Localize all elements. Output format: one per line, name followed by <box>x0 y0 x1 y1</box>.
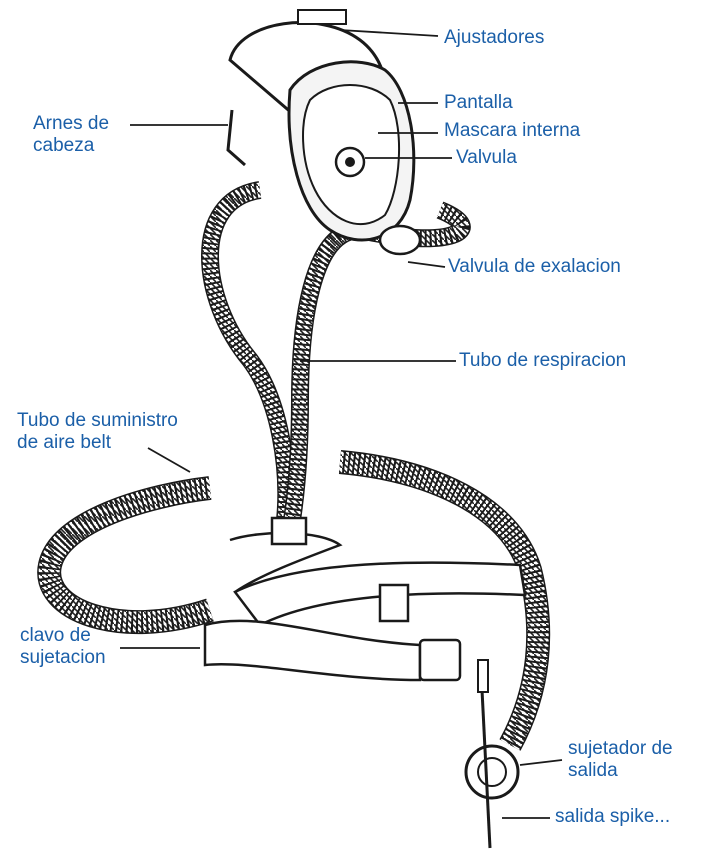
label-valvula-exalacion-text: Valvula de exalacion <box>448 256 621 278</box>
label-sujetador-line1: sujetador de <box>568 738 673 760</box>
label-tubo-de-respiracion: Tubo de respiracion <box>459 350 626 372</box>
label-pantalla-text: Pantalla <box>444 92 513 114</box>
label-valvula-de-exalacion: Valvula de exalacion <box>448 256 621 278</box>
label-arnes-line2: cabeza <box>33 135 109 157</box>
label-arnes-line1: Arnes de <box>33 113 109 135</box>
label-tubo-respiracion-text: Tubo de respiracion <box>459 350 626 372</box>
label-tubo-suministro-line1: Tubo de suministro <box>17 410 178 432</box>
face-mask <box>228 10 420 254</box>
label-pantalla: Pantalla <box>444 92 513 114</box>
label-ajustadores-text: Ajustadores <box>444 27 544 49</box>
label-sujetador-de-salida: sujetador de salida <box>568 738 673 782</box>
label-ajustadores: Ajustadores <box>444 27 544 49</box>
label-sujetador-line2: salida <box>568 760 673 782</box>
label-valvula: Valvula <box>456 147 517 169</box>
outlet-connector <box>466 660 518 848</box>
label-clavo-line1: clavo de <box>20 625 106 647</box>
label-tubo-de-suministro: Tubo de suministro de aire belt <box>17 410 178 454</box>
label-mascara-interna: Mascara interna <box>444 120 580 142</box>
label-salida-spike-text: salida spike... <box>555 806 670 828</box>
label-salida-spike: salida spike... <box>555 806 670 828</box>
label-mascara-text: Mascara interna <box>444 120 580 142</box>
label-clavo-line2: sujetacion <box>20 647 106 669</box>
label-arnes-de-cabeza: Arnes de cabeza <box>33 113 109 157</box>
label-tubo-suministro-line2: de aire belt <box>17 432 178 454</box>
label-clavo-de-sujetacion: clavo de sujetacion <box>20 625 106 669</box>
belt <box>205 533 525 680</box>
label-valvula-text: Valvula <box>456 147 517 169</box>
